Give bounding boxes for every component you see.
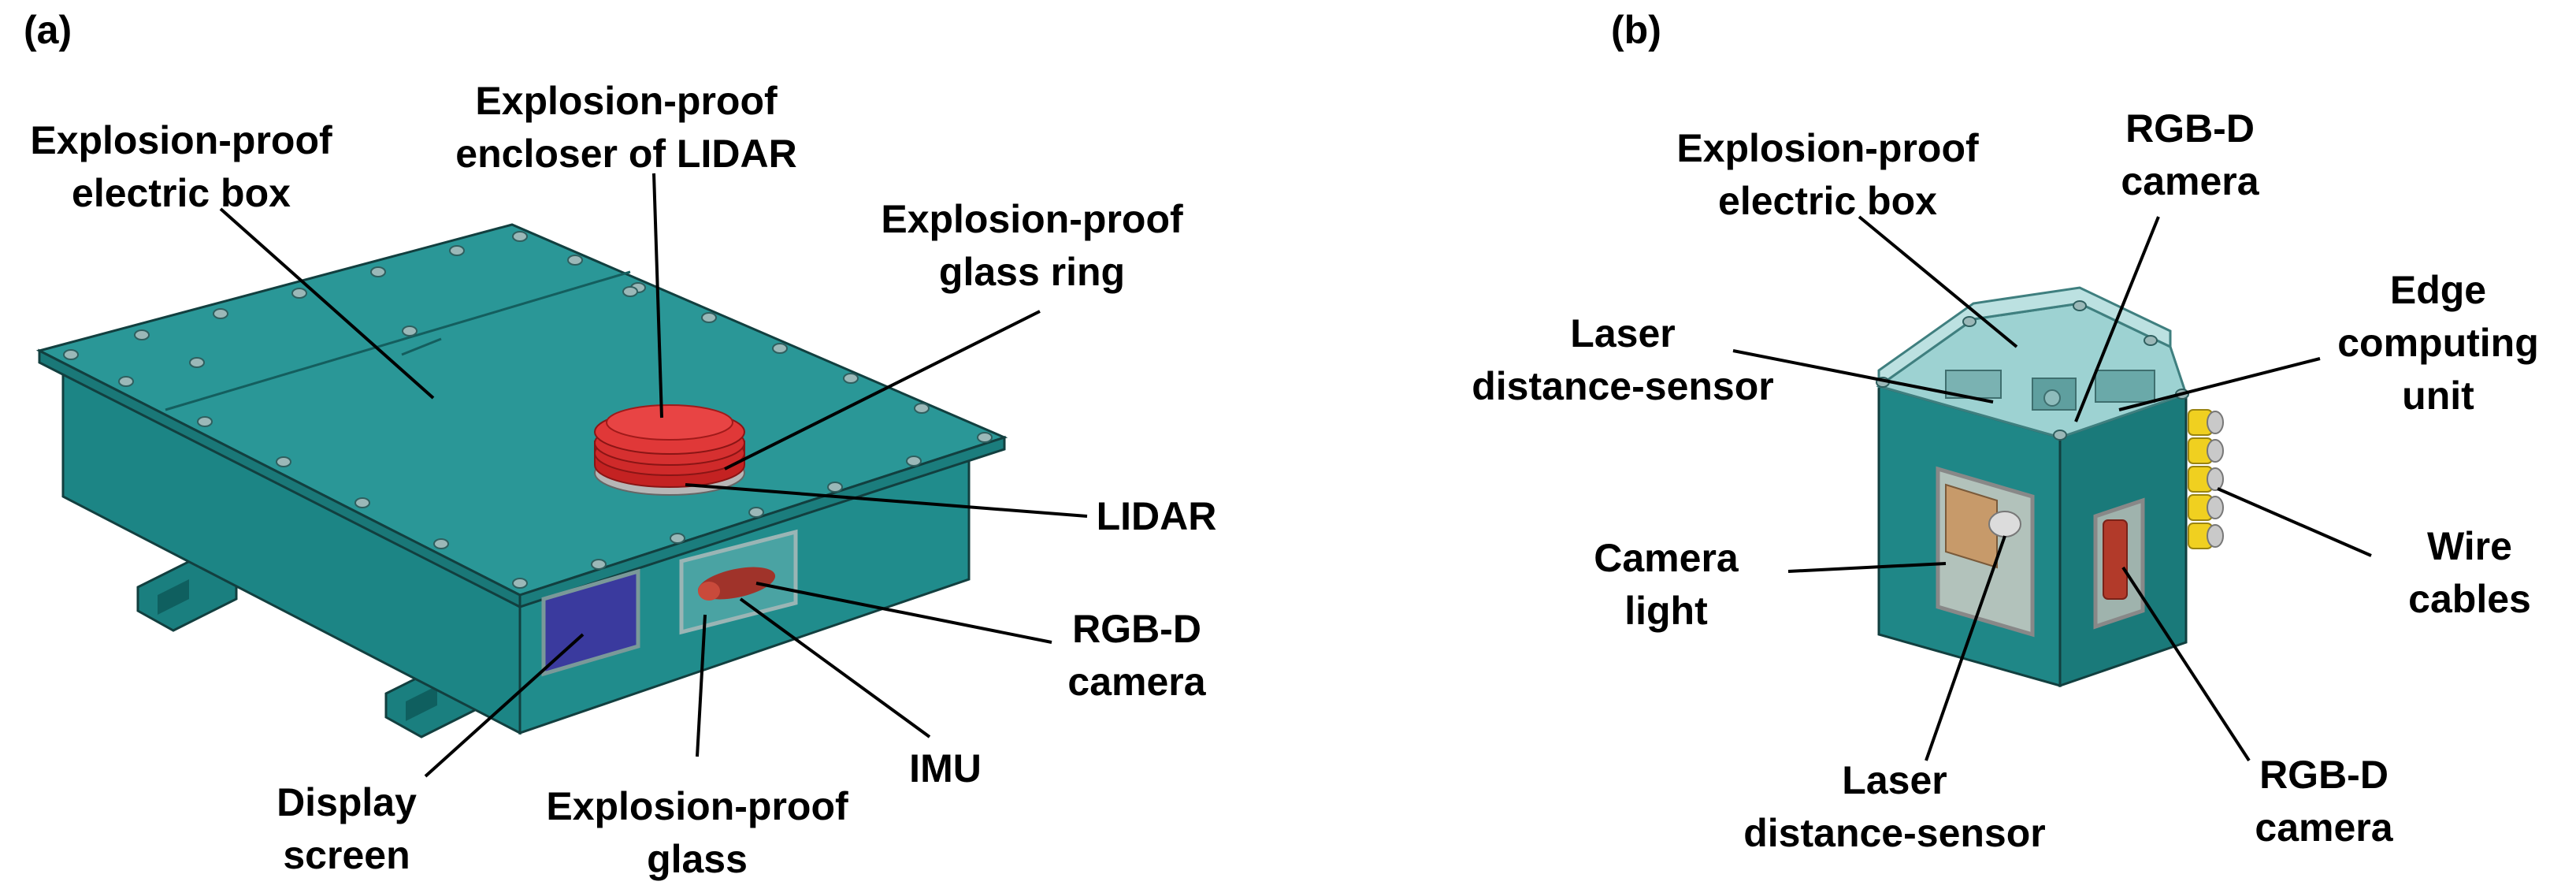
rgbd-camera-a	[697, 567, 776, 601]
label-b-wire-cables-line1: Wire	[2427, 524, 2512, 568]
label-b-electric-box-line2: electric box	[1718, 179, 1937, 223]
label-b-laser-bottom-line1: Laser	[1842, 758, 1947, 802]
leader-line	[685, 483, 1088, 518]
label-b-rgbd-bottom-line2: camera	[2255, 805, 2393, 850]
leader-line	[2121, 566, 2251, 762]
leader-line	[755, 582, 1052, 644]
label-lidar-enclosure-line2: encloser of LIDAR	[455, 132, 796, 176]
leader-line	[739, 597, 931, 738]
lid-seam	[401, 337, 442, 356]
wire-cable-glands	[2188, 409, 2224, 549]
label-display-screen-line1: Display	[277, 780, 417, 824]
leader-line	[1732, 349, 1994, 404]
lidar-enclosure	[594, 404, 745, 496]
label-glass-ring-line2: glass ring	[939, 250, 1125, 294]
label-b-rgbd-top-line1: RGB-D	[2125, 106, 2255, 151]
label-display-screen-line2: screen	[283, 833, 410, 877]
box-lid-edge-right	[518, 435, 1006, 609]
label-b-electric-box-line1: Explosion-proof	[1676, 126, 1979, 170]
laser-distance-sensor-lens	[1988, 511, 2021, 537]
label-imu: IMU	[909, 746, 982, 790]
panel-label-a: (a)	[24, 8, 72, 52]
camera-light	[1945, 483, 1998, 569]
label-b-edge-computing-line2: computing	[2337, 321, 2539, 365]
label-lidar: LIDAR	[1097, 494, 1217, 538]
label-b-camera-light-line1: Camera	[1594, 536, 1739, 580]
leader-line	[724, 310, 1041, 471]
leader-lines-a	[219, 173, 1088, 778]
leader-line	[1787, 562, 1947, 573]
label-rgbd-camera-line2: camera	[1067, 660, 1206, 704]
label-lidar-enclosure-line1: Explosion-proof	[475, 79, 778, 123]
label-electric-box-line1: Explosion-proof	[30, 118, 332, 162]
leader-line	[219, 207, 435, 400]
label-glass-line2: glass	[647, 837, 748, 881]
label-b-camera-light-line2: light	[1624, 589, 1708, 633]
label-glass-line1: Explosion-proof	[546, 784, 848, 828]
sensor-enclosure-drawing-b	[1876, 286, 2224, 688]
leader-line	[652, 173, 663, 418]
leader-line	[2118, 357, 2321, 411]
label-b-edge-computing-line3: unit	[2402, 374, 2474, 418]
label-b-edge-computing-line1: Edge	[2390, 268, 2486, 312]
rgbd-camera-b	[2103, 519, 2128, 600]
label-b-laser-top-line1: Laser	[1570, 311, 1675, 355]
label-b-rgbd-top-line2: camera	[2121, 159, 2259, 203]
leader-lines-b	[1732, 215, 2372, 762]
label-b-laser-top-line2: distance-sensor	[1472, 364, 1773, 408]
panel-label-b: (b)	[1611, 8, 1661, 52]
label-b-wire-cables-line2: cables	[2408, 577, 2531, 621]
labels-a: Explosion-proof electric box Explosion-p…	[30, 79, 1216, 881]
label-electric-box-line2: electric box	[72, 171, 291, 215]
lid-bolts	[63, 231, 993, 589]
electric-box-drawing-a	[35, 223, 1008, 738]
lid-seam	[165, 270, 631, 411]
label-b-rgbd-bottom-line1: RGB-D	[2259, 753, 2389, 797]
label-b-laser-bottom-line2: distance-sensor	[1743, 811, 2045, 855]
leader-line	[696, 614, 707, 757]
label-glass-ring-line1: Explosion-proof	[881, 197, 1183, 241]
leader-line	[2217, 487, 2372, 557]
leader-line	[1925, 535, 2006, 761]
leader-line	[2074, 216, 2160, 422]
leader-line	[424, 633, 585, 778]
labels-b: Explosion-proof electric box RGB-D camer…	[1472, 106, 2539, 855]
enclosure-translucent-rim	[1877, 286, 2172, 389]
leader-line	[1858, 215, 2018, 348]
label-rgbd-camera-line1: RGB-D	[1072, 607, 1201, 651]
